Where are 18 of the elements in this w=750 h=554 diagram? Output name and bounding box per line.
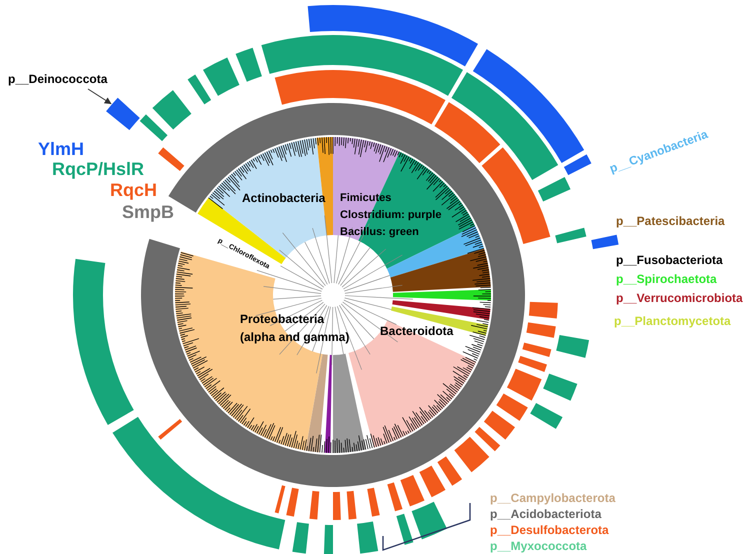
ring-label: YlmH (38, 138, 84, 161)
taxon-label: p__Fusobacteriota (616, 252, 723, 269)
taxon-label: p__Myxococcota (490, 538, 587, 554)
taxon-label: p__Desulfobacterota (490, 522, 609, 539)
taxon-label: Bacteroidota (380, 323, 454, 340)
ring-label: RqcP/HslR (52, 158, 144, 181)
ring-label: SmpB (122, 201, 174, 224)
taxon-label: p__Spirochaetota (616, 271, 717, 288)
taxon-label: p__Acidobacteriota (490, 506, 602, 523)
taxon-label: p__Campylobacterota (490, 490, 616, 507)
phylum-label: p__Deinococcota (8, 71, 108, 88)
taxon-label: Proteobacteria (alpha and gamma) (240, 311, 350, 346)
taxon-label: p__Planctomycetota (614, 313, 731, 330)
ring-label: RqcH (110, 179, 158, 202)
taxon-label: p__Verrucomicrobiota (616, 290, 743, 307)
taxon-label: p__Patescibacteria (616, 213, 725, 230)
bar-segment (106, 98, 140, 130)
leader-arrow (88, 88, 112, 104)
